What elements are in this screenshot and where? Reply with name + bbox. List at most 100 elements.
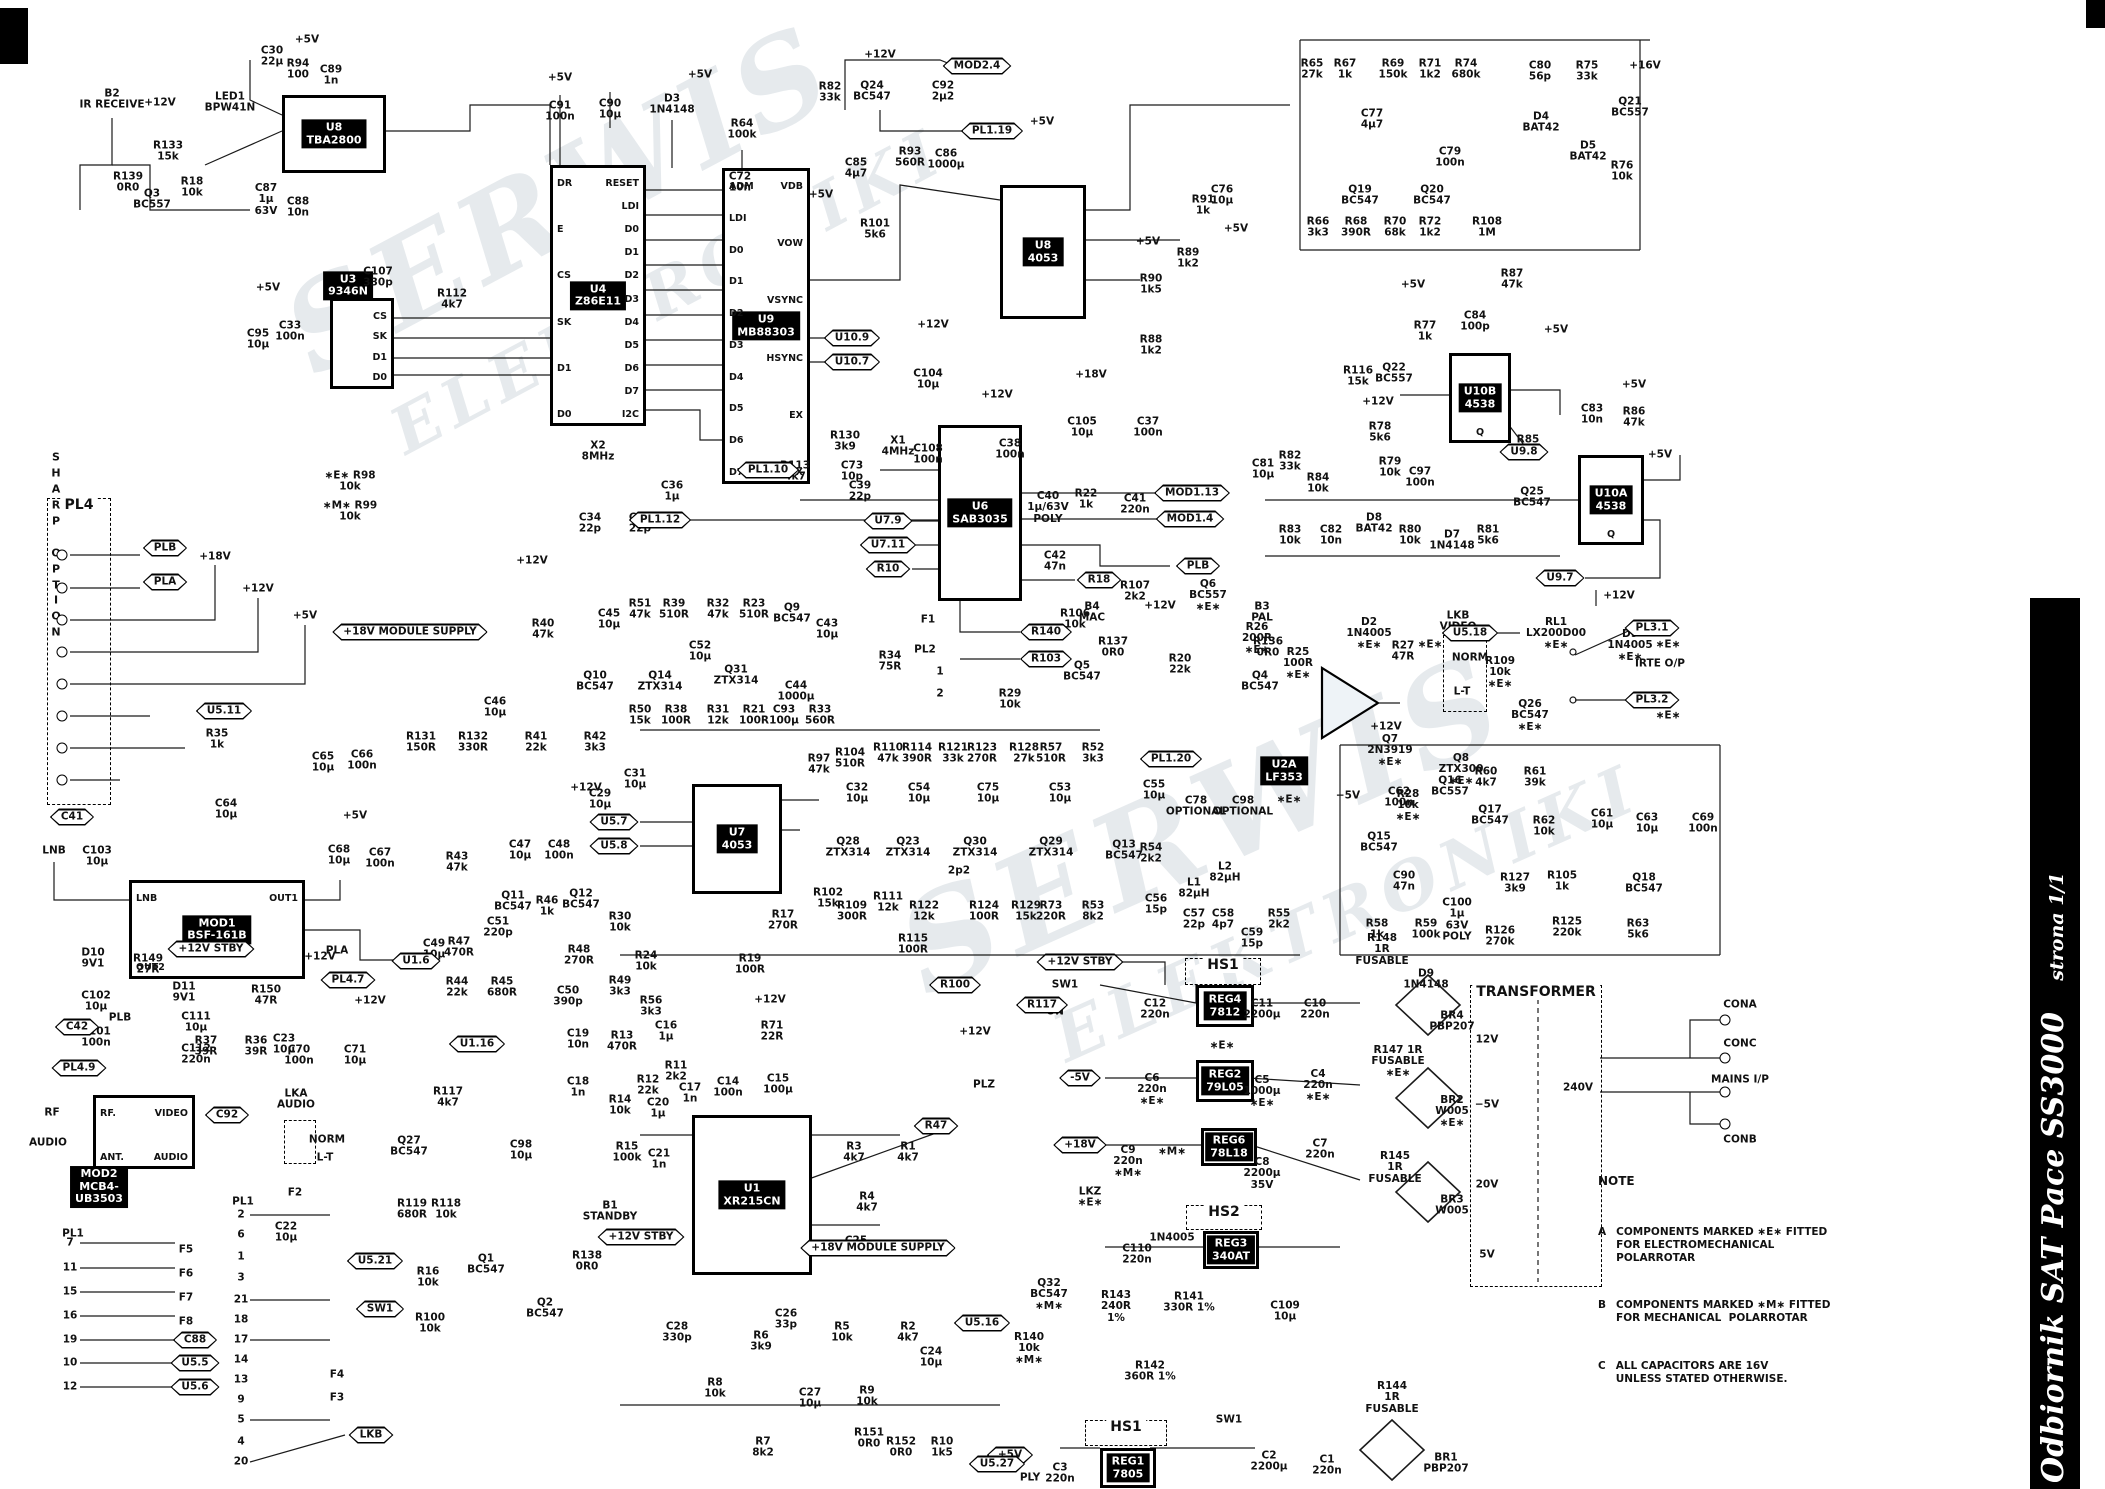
component-label: C90 47n bbox=[1392, 869, 1416, 893]
component-label: R15 100k bbox=[612, 1140, 642, 1164]
component-label: +12V bbox=[516, 554, 548, 567]
component-label: +5V bbox=[292, 609, 318, 622]
component-label: Q11 BC547 bbox=[494, 889, 532, 913]
component-label: 20V bbox=[1475, 1178, 1499, 1191]
net-tag-label: U1.6 bbox=[402, 954, 430, 967]
connector-pin bbox=[1719, 1086, 1731, 1098]
component-label: C10 220n bbox=[1300, 997, 1330, 1021]
component-label: Q7 2N3919 ∗E∗ bbox=[1367, 733, 1413, 768]
component-label: R28 10k ∗E∗ bbox=[1395, 788, 1421, 823]
component-label: R148 1R FUSABLE bbox=[1355, 932, 1409, 967]
dashed-box: HS1 bbox=[1085, 1419, 1167, 1446]
component-label: ∗M∗ R99 10k bbox=[322, 499, 378, 523]
component-label: C86 1000µ bbox=[927, 147, 965, 171]
net-tag-label: PLB bbox=[153, 541, 177, 554]
component-label: +12V bbox=[917, 318, 949, 331]
component-label: R128 27k bbox=[1008, 741, 1040, 765]
net-tag-fill bbox=[206, 1108, 247, 1122]
ic-block: REG6 78L18 bbox=[1201, 1128, 1257, 1166]
net-tag-label: U5.27 bbox=[979, 1457, 1015, 1470]
ic-label: U6 SAB3035 bbox=[947, 498, 1013, 528]
component-label: C80 56p bbox=[1528, 59, 1552, 83]
component-label: +5V bbox=[1029, 115, 1055, 128]
net-tag-label: PL1.19 bbox=[971, 124, 1013, 137]
component-label: C81 10µ bbox=[1251, 457, 1275, 481]
component-label: PLB bbox=[108, 1011, 132, 1024]
component-label: −5V bbox=[1474, 1098, 1500, 1111]
component-label: R16 10k bbox=[416, 1265, 440, 1289]
ic-block: U1 XR215CN bbox=[692, 1115, 812, 1275]
dashed-box: HS1 bbox=[1185, 957, 1261, 985]
component-label: R14 10k bbox=[608, 1093, 632, 1117]
ic-pin-label: D3 bbox=[624, 293, 640, 305]
net-tag: -5V bbox=[1059, 1070, 1101, 1087]
net-tag: R103 bbox=[1020, 651, 1072, 668]
net-tag: PL4.7 bbox=[321, 972, 376, 989]
component-label: R119 680R bbox=[396, 1197, 428, 1221]
component-label: F8 bbox=[178, 1315, 194, 1328]
component-label: +16V bbox=[1629, 59, 1661, 72]
component-label: C75 10µ bbox=[976, 781, 1000, 805]
component-label: R7 8k2 bbox=[752, 1435, 774, 1459]
ic-label: U7 4053 bbox=[716, 824, 758, 854]
net-tag-fill bbox=[825, 355, 878, 369]
component-label: 6 bbox=[237, 1228, 245, 1241]
sheet-title: Odbiornik SAT Pace SS3000 strona 1/1 bbox=[2036, 872, 2071, 1483]
component-label: R111 12k bbox=[872, 890, 904, 914]
net-tag-fill bbox=[1501, 445, 1547, 459]
ic-pin-label: SK bbox=[372, 331, 387, 343]
component-label: Q8 ZTX300 ∗E∗ bbox=[1438, 752, 1484, 787]
net-tag: PLB bbox=[143, 540, 187, 557]
component-label: ∗M∗ bbox=[1157, 1145, 1187, 1158]
net-tag: R100 bbox=[929, 977, 981, 994]
component-label: R80 10k bbox=[1398, 523, 1422, 547]
component-label: C87 1µ 63V bbox=[254, 182, 278, 217]
net-tag-fill bbox=[1038, 955, 1122, 969]
ic-pin-label: D0 bbox=[372, 372, 388, 383]
component-label: R84 10k bbox=[1306, 471, 1330, 495]
component-label: R145 1R FUSABLE bbox=[1368, 1150, 1422, 1185]
note-a-text: COMPONENTS MARKED ∗E∗ FITTED FOR ELECTRO… bbox=[1616, 1225, 1828, 1264]
component-label: C6 220n ∗E∗ bbox=[1137, 1072, 1167, 1107]
component-label: R2 4k7 bbox=[897, 1320, 919, 1344]
component-label: R67 1k bbox=[1333, 57, 1357, 81]
ic-pin-label: LNB bbox=[136, 893, 158, 904]
net-tag-fill bbox=[825, 331, 878, 345]
component-label: C58 4p7 bbox=[1211, 907, 1235, 931]
component-label: C102 10µ bbox=[81, 989, 111, 1013]
net-tag-fill bbox=[955, 1316, 1008, 1330]
component-label: Q29 ZTX314 bbox=[1028, 835, 1074, 859]
component-label: R109 10k ∗E∗ bbox=[1484, 655, 1516, 690]
net-tag: U9.8 bbox=[1499, 444, 1548, 461]
net-tag: +12V STBY bbox=[1037, 954, 1124, 971]
net-tag: U5.5 bbox=[170, 1355, 219, 1372]
component-label: C103 10µ bbox=[82, 844, 112, 868]
component-label: +5V bbox=[808, 188, 834, 201]
ic-label: REG6 78L18 bbox=[1205, 1132, 1253, 1162]
dashed-box: TRANSFORMER bbox=[1470, 984, 1602, 1287]
component-label: +5V bbox=[294, 33, 320, 46]
net-tag-label: SW1 bbox=[366, 1302, 394, 1315]
dashed-box bbox=[284, 1120, 316, 1164]
net-tag-label: U5.11 bbox=[206, 704, 242, 717]
component-label: 7 bbox=[66, 1236, 74, 1249]
connector-pin bbox=[56, 646, 68, 658]
component-label: 16 bbox=[62, 1309, 78, 1322]
net-tag: MOD1.4 bbox=[1156, 511, 1225, 528]
net-tag-label: R10 bbox=[876, 562, 900, 575]
connector-pin bbox=[1719, 1052, 1731, 1064]
component-label: R11 2k2 bbox=[664, 1059, 688, 1083]
component-label: Q19 BC547 bbox=[1341, 183, 1379, 207]
net-tag-fill bbox=[174, 1333, 215, 1347]
component-label: C43 10µ bbox=[815, 617, 839, 641]
component-label: +5V bbox=[1543, 323, 1569, 336]
component-label: R93 560R bbox=[894, 145, 926, 169]
net-tag-fill bbox=[1537, 571, 1583, 585]
component-label: PL1 bbox=[232, 1195, 254, 1208]
net-tag: U10.7 bbox=[824, 354, 880, 371]
component-label: R112 4k7 bbox=[436, 287, 468, 311]
component-label: +12V bbox=[1144, 599, 1176, 612]
net-tag-label: +18V MODULE SUPPLY bbox=[811, 1241, 945, 1254]
ic-pin-label: SK bbox=[557, 316, 572, 328]
